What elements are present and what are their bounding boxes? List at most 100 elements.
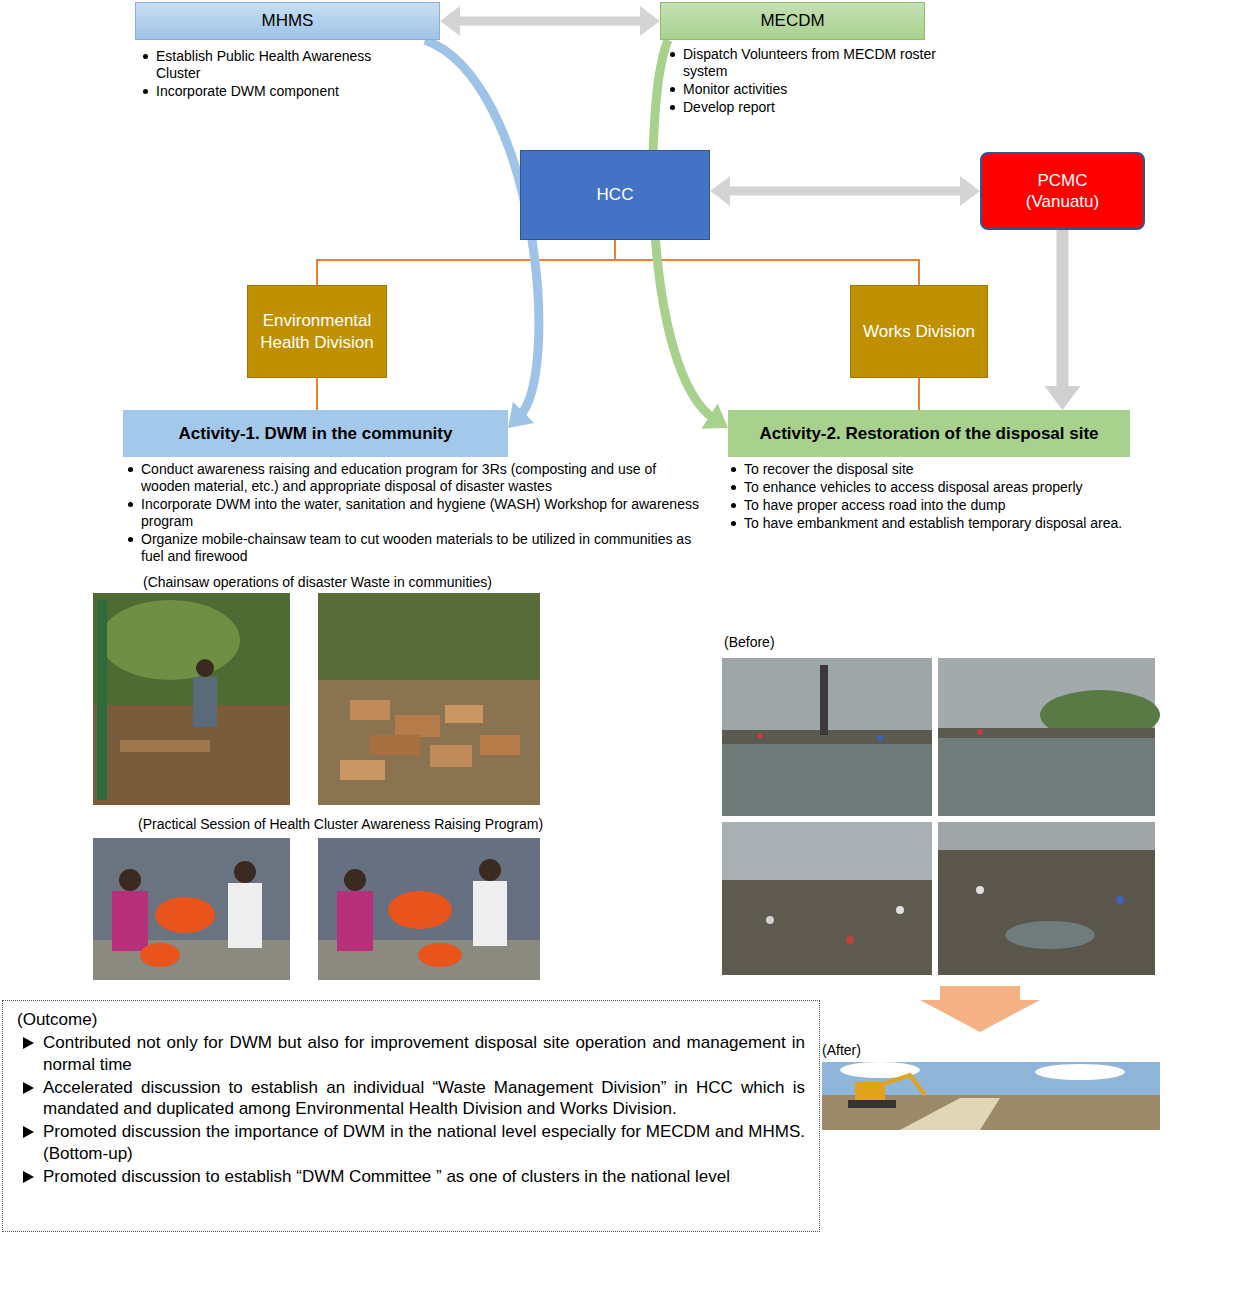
before-photo [722,822,932,975]
connector-line [316,378,318,410]
before-photo [938,822,1155,975]
connector [919,378,920,410]
connector-line [724,187,966,196]
bullet-item: Incorporate DWM component [156,83,400,100]
bullet-item: To enhance vehicles to access disposal a… [744,479,1243,496]
connector [317,378,318,410]
arrowhead [508,402,534,428]
debris-speck [896,906,904,914]
bullet-item: Conduct awareness raising and education … [141,461,700,495]
puddle [1005,921,1095,949]
person-body [193,677,217,727]
person-body [228,883,262,948]
post [97,600,107,800]
before-photo [722,658,932,816]
person-head [234,861,256,883]
debris-speck [766,916,774,924]
sky [938,822,1155,975]
wood-piece [350,700,390,720]
trees [1040,690,1160,740]
foliage [100,600,240,680]
person-head [479,859,501,881]
pole [820,665,828,735]
wood-piece [370,735,420,755]
division-box: Works Division [850,285,988,378]
connector-line [454,17,646,26]
connector [1045,230,1081,410]
after-photo [822,1062,1160,1130]
debris [722,730,932,744]
cloud [840,1062,920,1078]
log [120,740,210,752]
connector-line [918,378,920,410]
node-label: Activity-2. Restoration of the disposal … [759,423,1098,444]
dump-ground [938,850,1155,975]
debris-speck [1116,896,1124,904]
chainsaw-photo [93,593,290,805]
sky [722,822,932,975]
outcome-box: (Outcome)Contributed not only for DWM bu… [2,1000,820,1232]
bag [155,897,215,933]
wood-piece [340,760,385,780]
sky [938,658,1155,816]
bullet-item: Establish Public Health Awareness Cluste… [156,48,400,82]
connector-line [1057,230,1069,393]
node-label: HCC [597,184,634,205]
arrowhead [701,403,728,428]
outcome-item: Accelerated discussion to establish an i… [17,1077,805,1120]
activity-box: Activity-1. DWM in the community [123,410,508,457]
ground [93,705,290,805]
partner-box: PCMC (Vanuatu) [980,152,1145,230]
node-label: Environmental Health Division [254,310,380,353]
road [900,1098,1000,1130]
floor [93,940,290,980]
outcome-item: Contributed not only for DWM but also fo… [17,1032,805,1075]
bullet-item: Organize mobile-chainsaw team to cut woo… [141,531,700,565]
photo-caption: (Before) [724,634,844,651]
cloud [1035,1064,1125,1080]
ground [318,680,540,805]
node-label: MECDM [760,10,824,31]
water [938,735,1155,816]
excavator-arm [880,1075,925,1095]
photo-background [318,593,540,805]
person-body [473,881,507,946]
practical-session-photo [93,838,290,980]
wood-piece [445,705,483,723]
photo-caption: (Practical Session of Health Cluster Awa… [138,816,578,833]
debris-speck [977,729,983,735]
sky [722,658,932,816]
debris [938,728,1155,738]
person-head [196,659,214,677]
photo-background [93,838,290,980]
arrowhead [440,6,460,36]
node-label: PCMC (Vanuatu) [1016,170,1109,213]
connector [317,240,615,285]
organization-box: MECDM [660,2,925,40]
debris-speck [877,735,883,741]
debris-speck [757,733,763,739]
node-label: Activity-1. DWM in the community [179,423,453,444]
excavator-cab [855,1082,885,1102]
bullet-item: Develop report [683,99,947,116]
connector [440,6,660,36]
connector-line [615,240,919,285]
water [722,740,932,816]
block-arrow [920,986,1040,1032]
person-body [337,891,373,951]
person-head [344,869,366,891]
wood-piece [480,735,520,755]
sky [822,1062,1160,1130]
arrowhead [640,6,660,36]
arrowhead [1045,386,1081,410]
wood-piece [395,715,440,737]
practical-session-photo [318,838,540,980]
bag [388,891,452,929]
node-label: (Outcome) [17,1009,805,1030]
photo-background [93,593,290,805]
connector [615,240,919,285]
wood-piece [430,745,472,767]
before-photo [938,658,1160,816]
ground [822,1095,1160,1130]
arrowhead [710,176,730,206]
